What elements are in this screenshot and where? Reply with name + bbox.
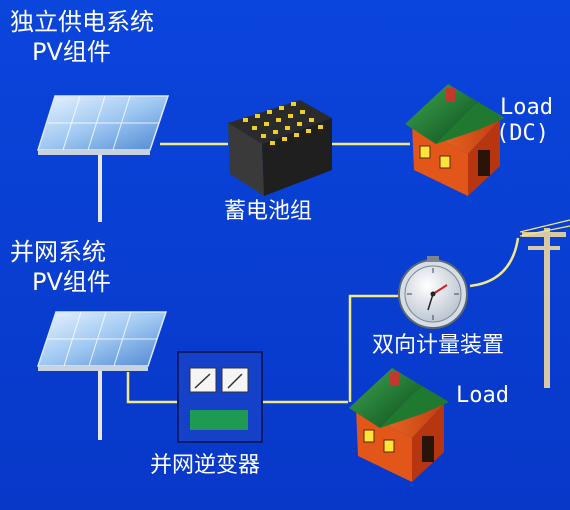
battery-bank-icon: [228, 100, 332, 196]
meter-label: 双向计量装置: [372, 333, 505, 358]
load-dc-sublabel: (DC): [496, 121, 549, 146]
battery-label: 蓄电池组: [224, 199, 313, 224]
solar-panel-icon: [36, 311, 168, 440]
grid-wires: [126, 237, 520, 404]
house-icon: [405, 84, 505, 196]
load-dc-label: Load: [500, 95, 553, 120]
inverter-icon: [177, 351, 263, 443]
house-icon: [349, 368, 449, 482]
grid-title: 并网系统: [10, 238, 106, 266]
grid-pv-label: PV组件: [32, 268, 111, 296]
solar-panel-icon: [36, 95, 170, 222]
standalone-pv-label: PV组件: [32, 38, 111, 66]
inverter-label: 并网逆变器: [150, 453, 261, 478]
utility-pole-icon: [519, 219, 570, 388]
bidirectional-meter-icon: [398, 256, 468, 329]
load-label: Load: [456, 383, 509, 408]
standalone-title: 独立供电系统: [10, 8, 154, 36]
